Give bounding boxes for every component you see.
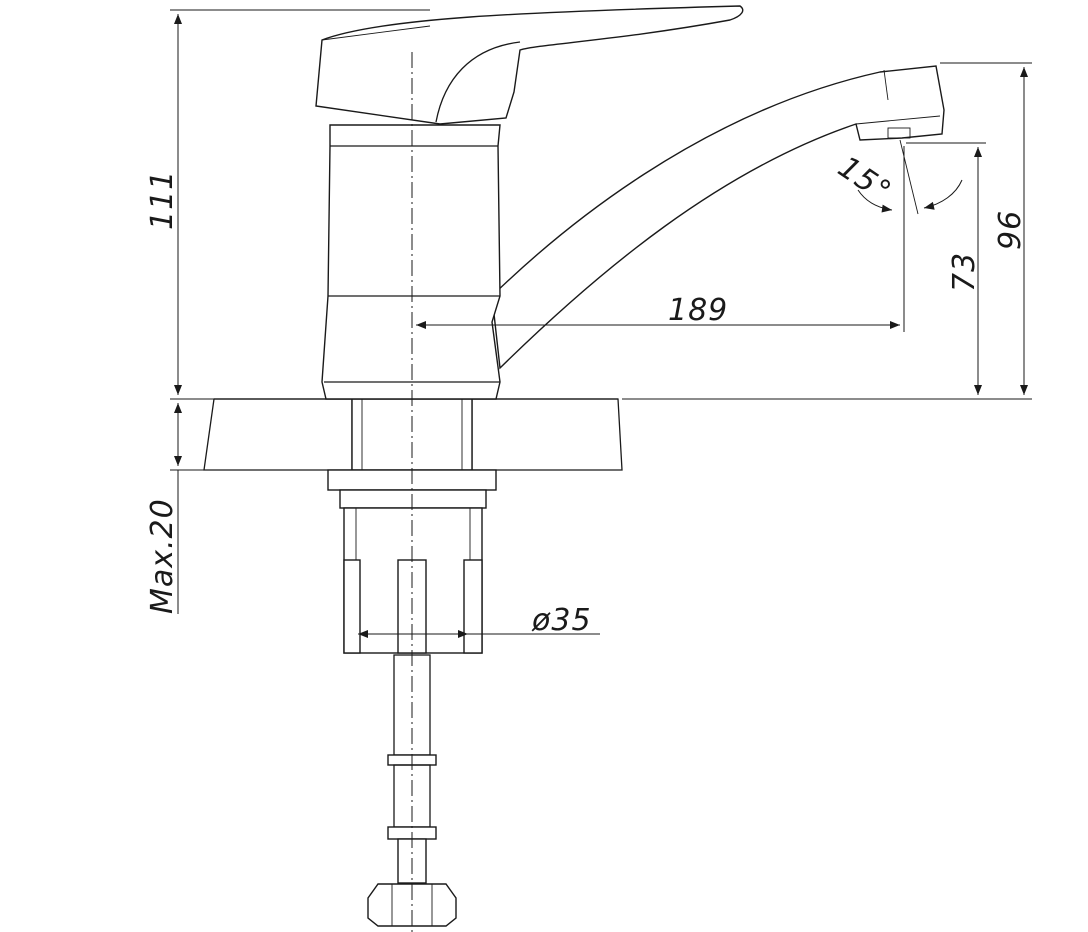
dim-label-d35: ø35 xyxy=(531,603,592,638)
dim-label-96: 96 xyxy=(993,210,1028,250)
lever-handle xyxy=(315,5,744,125)
dim-total-height: 111 xyxy=(145,9,430,400)
dim-outlet-angle: 15° xyxy=(832,150,963,213)
dim-label-189: 189 xyxy=(668,293,728,328)
dim-outlet-height: 96 xyxy=(940,62,1032,395)
dim-base-diameter: ø35 xyxy=(358,603,600,638)
spout xyxy=(491,65,945,370)
faucet-body xyxy=(321,124,501,400)
dim-label-15deg: 15° xyxy=(832,150,898,210)
dim-label-111: 111 xyxy=(145,170,180,230)
mounting-shank xyxy=(351,398,473,471)
dim-spout-height: 73 xyxy=(622,142,1032,400)
dim-label-max20: Max.20 xyxy=(145,498,180,614)
dim-countertop-thickness: Max.20 xyxy=(145,403,204,614)
outlet-axis xyxy=(899,139,919,215)
dim-label-73: 73 xyxy=(947,252,982,292)
dim-spout-reach: 189 xyxy=(416,146,905,332)
